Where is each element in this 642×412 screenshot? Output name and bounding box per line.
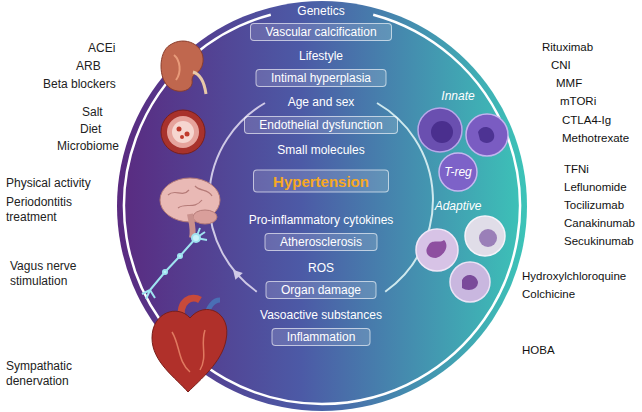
factor-label: Lifestyle xyxy=(299,49,343,64)
cell-label: Innate xyxy=(441,89,474,104)
treatment-label: Beta blockers xyxy=(43,77,116,92)
cell-label: Adaptive xyxy=(435,199,482,214)
drug-label: MMF xyxy=(556,76,582,91)
drug-label: Colchicine xyxy=(522,287,575,302)
band-text: Endothelial dysfunction xyxy=(259,118,383,132)
central-band: Hypertension xyxy=(253,170,389,193)
band-text: Hypertension xyxy=(272,172,370,191)
band-text: Atherosclerosis xyxy=(280,235,363,249)
vessel-icon xyxy=(161,110,205,154)
treatment-label: Physical activity xyxy=(6,176,91,191)
drug-label: mTORi xyxy=(560,94,596,109)
band-text: Organ damage xyxy=(281,283,362,297)
factor-band: Atherosclerosis xyxy=(265,233,378,251)
brain-icon xyxy=(160,178,220,238)
band-text: Inflammation xyxy=(287,330,356,344)
drug-label: Tocilizumab xyxy=(564,198,624,213)
drug-label: Hydroxylchloroquine xyxy=(522,269,626,284)
outer-cycle-ring xyxy=(124,15,520,404)
factor-label: ROS xyxy=(308,261,334,276)
treatment-label: Sympathatic denervation xyxy=(6,359,96,389)
treatment-label: Vagus nerve stimulation xyxy=(10,259,100,289)
drug-label: CTLA4-Ig xyxy=(562,113,611,128)
factor-band: Endothelial dysfunction xyxy=(244,116,398,134)
factor-band: Intimal hyperplasia xyxy=(256,69,387,87)
factor-band: Organ damage xyxy=(266,281,377,299)
treatment-label: Microbiome xyxy=(57,139,119,154)
heart-icon xyxy=(152,298,227,392)
band-text: Vascular calcification xyxy=(265,25,377,39)
factor-label: Age and sex xyxy=(288,95,355,110)
treatment-label: ACEi xyxy=(88,41,115,56)
factor-label: Vasoactive substances xyxy=(260,308,382,323)
cell-label: T-reg xyxy=(444,165,472,180)
factor-label: Small molecules xyxy=(277,143,364,158)
treatment-label: Diet xyxy=(80,122,101,137)
drug-label: Rituximab xyxy=(542,40,593,55)
drug-label: Secukinumab xyxy=(564,234,634,249)
drug-label: Methotrexate xyxy=(562,131,629,146)
factor-band: Inflammation xyxy=(272,328,371,346)
t-reg-cell xyxy=(439,153,477,191)
factor-band: Vascular calcification xyxy=(250,23,392,41)
drug-label: CNI xyxy=(551,58,571,73)
drug-label: Canakinumab xyxy=(564,216,635,231)
treatment-label: ARB xyxy=(76,59,101,74)
neuron-icon xyxy=(142,228,207,299)
factor-label: Pro-inflammatory cytokines xyxy=(249,213,394,228)
inner-cycle-arrowhead xyxy=(233,270,243,280)
innate-cells xyxy=(418,108,508,156)
factor-label: Genetics xyxy=(297,4,344,19)
drug-label: HOBA xyxy=(522,343,555,358)
cycle-disc xyxy=(117,1,527,411)
treatment-label: Salt xyxy=(82,105,103,120)
band-text: Intimal hyperplasia xyxy=(271,71,372,85)
adaptive-cells xyxy=(416,216,505,302)
kidney-icon xyxy=(161,41,206,94)
drug-label: Leflunomide xyxy=(564,180,627,195)
treatment-label: Periodontitis treatment xyxy=(6,195,102,225)
drug-label: TFNi xyxy=(564,162,589,177)
